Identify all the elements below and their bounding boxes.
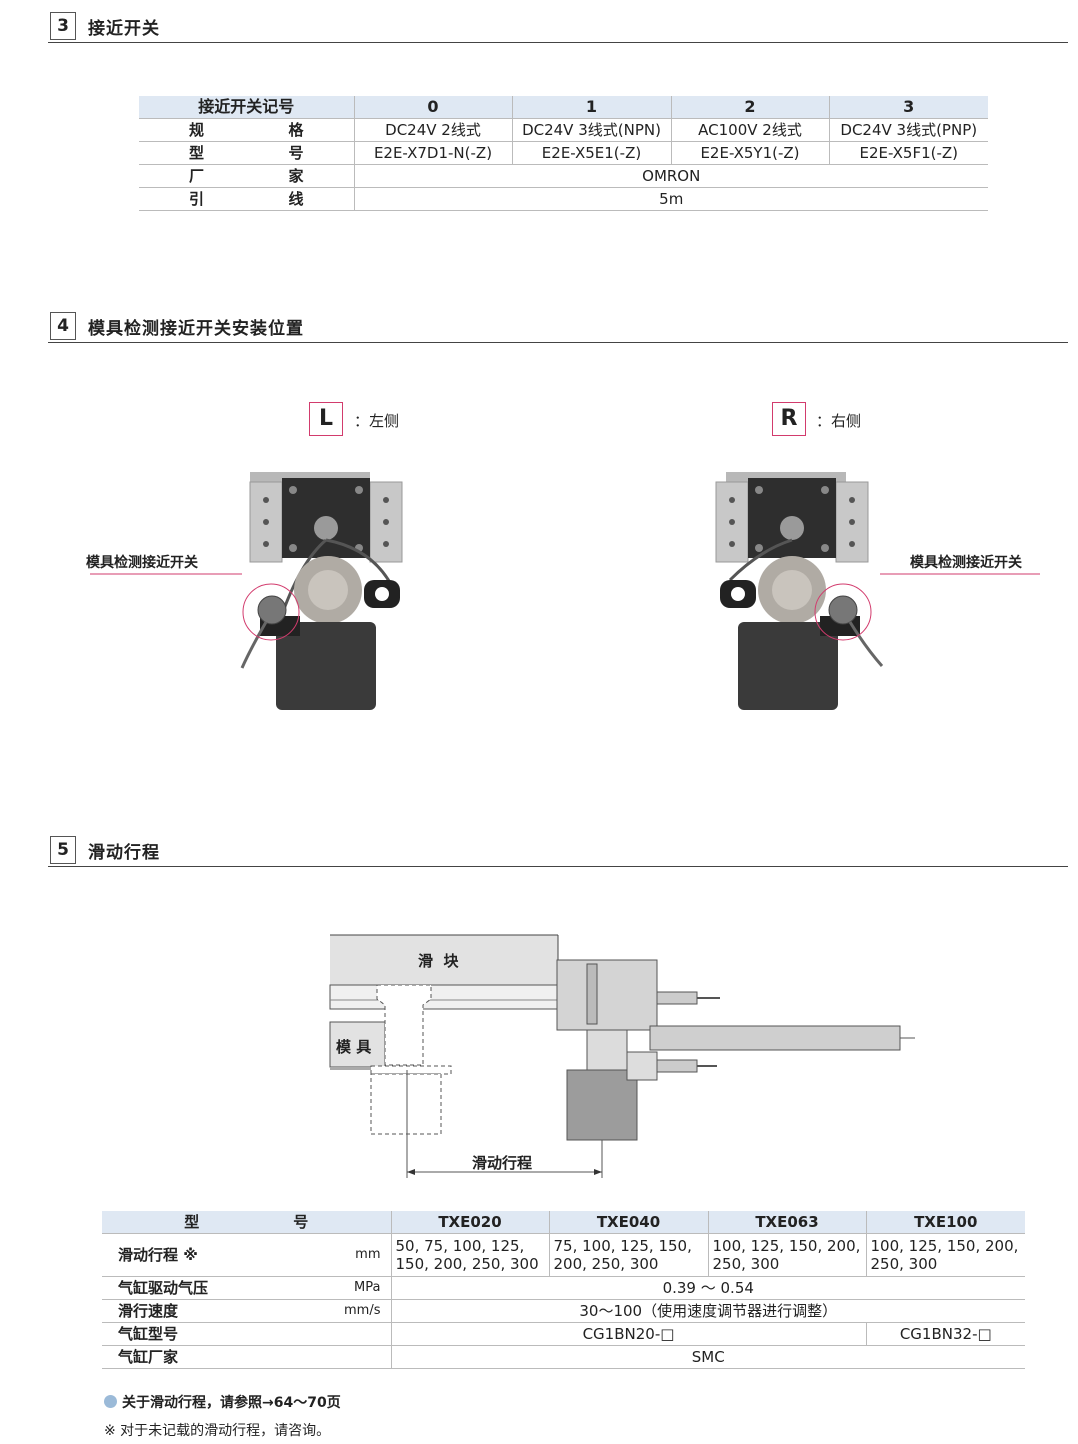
row-label: 规格 xyxy=(139,118,354,142)
header-cell: 3 xyxy=(828,96,988,119)
header-cell: 2 xyxy=(670,96,829,119)
row-label: 引线 xyxy=(139,187,354,211)
header-cell: 接近开关记号 xyxy=(139,96,354,119)
left-mounting-photo xyxy=(90,472,403,710)
section-title: 接近开关 xyxy=(88,19,160,39)
table-cell: 100, 125, 150, 200, 250, 300 xyxy=(865,1233,1025,1277)
table-cell: OMRON xyxy=(353,164,988,188)
right-callout-label: 模具检测接近开关 xyxy=(910,555,1022,571)
header-cell: TXE020 xyxy=(390,1211,549,1234)
table-cell: DC24V 2线式 xyxy=(353,118,512,142)
table-cell: 30～100（使用速度调节器进行调整） xyxy=(390,1299,1025,1323)
table-row: 气缸型号 CG1BN20-□ CG1BN32-□ xyxy=(102,1322,1025,1346)
left-side-label: ：左侧 xyxy=(354,412,400,430)
table-cell: E2E-X7D1-N(-Z) xyxy=(353,141,512,165)
section-number: 4 xyxy=(50,312,76,340)
table-header-row: 接近开关记号 0 1 2 3 xyxy=(139,96,988,119)
header-cell: 0 xyxy=(353,96,512,119)
table-cell: 75, 100, 125, 150, 200, 250, 300 xyxy=(548,1233,708,1277)
table-cell: CG1BN20-□ xyxy=(390,1322,866,1346)
table-cell: DC24V 3线式(NPN) xyxy=(511,118,671,142)
row-label: 厂家 xyxy=(139,164,354,188)
row-label: 型号 xyxy=(139,141,354,165)
inquiry-note: ※ 对于未记载的滑动行程，请咨询。 xyxy=(104,1423,331,1439)
header-cell: 型 号 xyxy=(102,1211,391,1234)
left-tag: L xyxy=(309,402,343,436)
table-cell: 0.39 ～ 0.54 xyxy=(390,1276,1025,1300)
table-cell: AC100V 2线式 xyxy=(670,118,829,142)
stroke-diagram xyxy=(329,934,915,1178)
section-title: 模具检测接近开关安装位置 xyxy=(88,319,304,339)
table-cell: E2E-X5F1(-Z) xyxy=(828,141,988,165)
table-cell: E2E-X5Y1(-Z) xyxy=(670,141,829,165)
table-row: 规格 DC24V 2线式 DC24V 3线式(NPN) AC100V 2线式 D… xyxy=(139,118,988,142)
die-label: 模 具 xyxy=(336,1038,372,1056)
reference-note: 关于滑动行程，请参照→64～70页 xyxy=(104,1392,341,1412)
table-cell: 50, 75, 100, 125, 150, 200, 250, 300 xyxy=(390,1233,549,1277)
bullet-icon xyxy=(104,1395,117,1408)
header-cell: TXE063 xyxy=(707,1211,866,1234)
stroke-label: 滑动行程 xyxy=(472,1154,533,1172)
row-label: 气缸厂家 xyxy=(102,1345,391,1369)
table-cell: DC24V 3线式(PNP) xyxy=(828,118,988,142)
table-cell: E2E-X5E1(-Z) xyxy=(511,141,671,165)
section-number: 3 xyxy=(50,12,76,40)
switch-table: 接近开关记号 0 1 2 3 规格 DC24V 2线式 DC24V 3线式(NP… xyxy=(139,96,988,211)
table-cell: CG1BN32-□ xyxy=(865,1322,1025,1346)
left-callout-label: 模具检测接近开关 xyxy=(86,555,198,571)
section-number: 5 xyxy=(50,836,76,864)
row-label: 气缸型号 xyxy=(102,1322,391,1346)
section-header-5: 5 滑动行程 xyxy=(48,836,1068,867)
section-header-4: 4 模具检测接近开关安装位置 xyxy=(48,312,1068,343)
table-row: 气缸厂家 SMC xyxy=(102,1345,1025,1369)
table-row: 厂家 OMRON xyxy=(139,164,988,188)
table-cell: 100, 125, 150, 200, 250, 300 xyxy=(707,1233,866,1277)
header-cell: 1 xyxy=(511,96,671,119)
row-label: 滑动行程 ※mm xyxy=(102,1233,391,1277)
section-title: 滑动行程 xyxy=(88,843,160,863)
header-cell: TXE040 xyxy=(548,1211,708,1234)
stroke-table: 型 号 TXE020 TXE040 TXE063 TXE100 滑动行程 ※mm… xyxy=(102,1211,1025,1369)
right-tag: R xyxy=(772,402,806,436)
table-row: 引线 5m xyxy=(139,187,988,211)
table-header-row: 型 号 TXE020 TXE040 TXE063 TXE100 xyxy=(102,1211,1025,1234)
table-row: 型号 E2E-X7D1-N(-Z) E2E-X5E1(-Z) E2E-X5Y1(… xyxy=(139,141,988,165)
header-cell: TXE100 xyxy=(865,1211,1025,1234)
slider-label: 滑 块 xyxy=(418,952,459,970)
table-cell: SMC xyxy=(390,1345,1025,1369)
section-header-3: 3 接近开关 xyxy=(48,12,1068,43)
table-cell: 5m xyxy=(353,187,988,211)
table-row: 滑动行程 ※mm 50, 75, 100, 125, 150, 200, 250… xyxy=(102,1233,1025,1277)
right-mounting-photo xyxy=(715,472,1040,710)
right-side-label: ：右侧 xyxy=(816,412,862,430)
